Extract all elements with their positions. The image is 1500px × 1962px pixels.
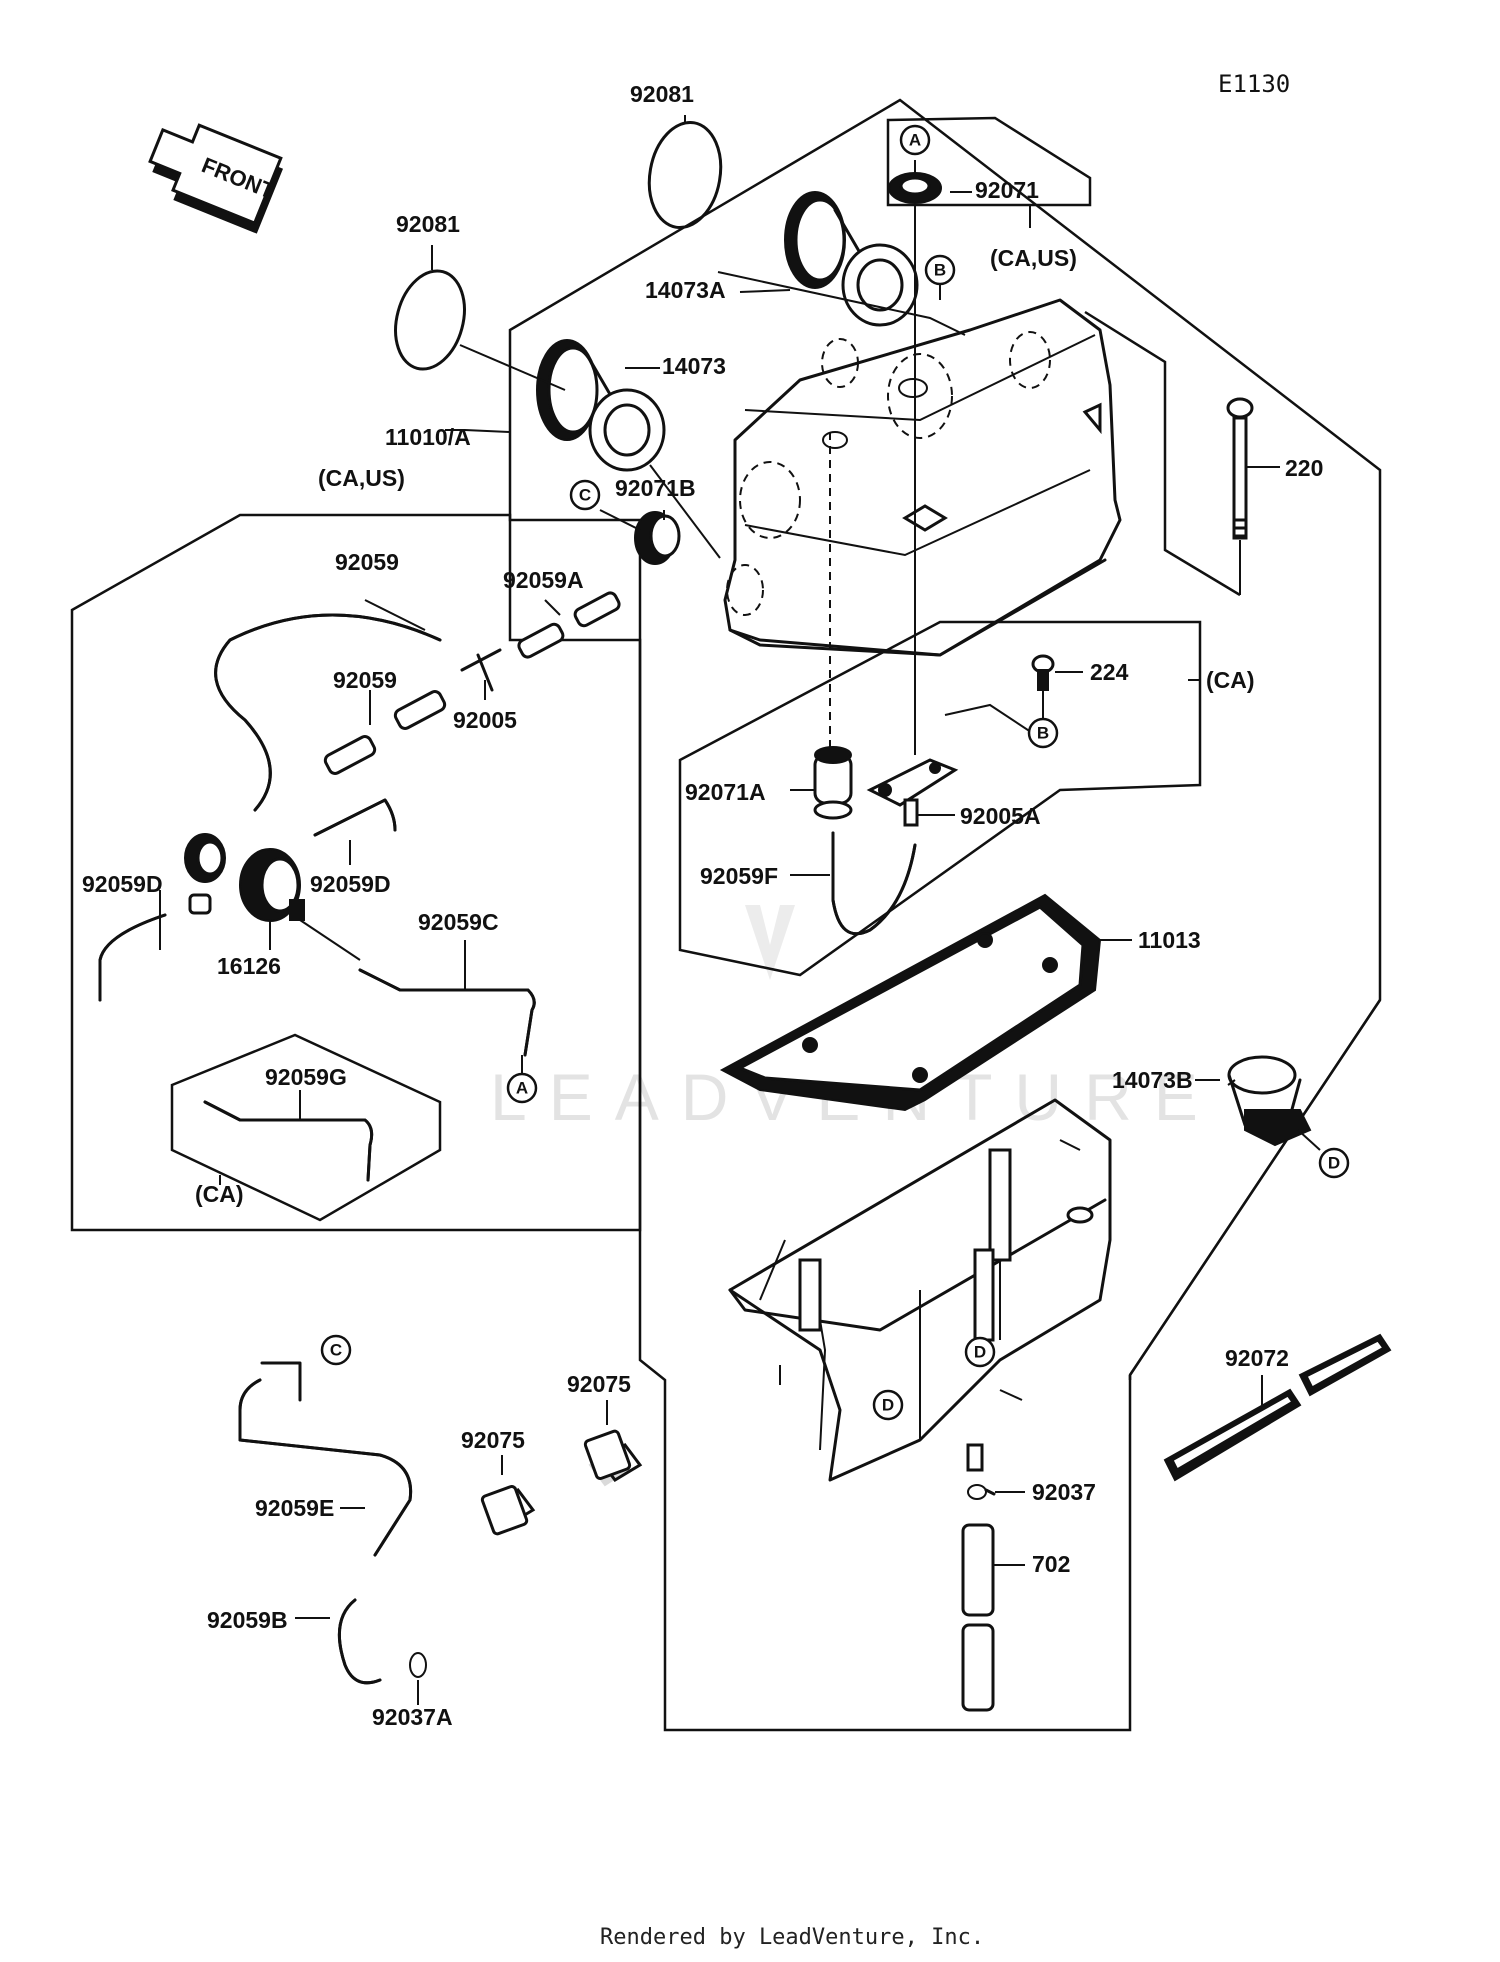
svg-text:D: D xyxy=(1328,1154,1340,1173)
p92072-box-line xyxy=(1128,999,1382,1380)
label-11013: 11013 xyxy=(1138,927,1201,953)
caus-top-box xyxy=(886,116,1092,207)
svg-text:D: D xyxy=(974,1343,986,1362)
label-92005A: 92005A xyxy=(960,803,1041,829)
label-92059D-right: 92059D xyxy=(310,871,391,897)
label-14073B: 14073B xyxy=(1112,1067,1193,1093)
label-16126: 16126 xyxy=(217,953,281,979)
grommet-92071 xyxy=(888,172,942,204)
tube-702-bottom xyxy=(961,1623,995,1712)
label-92071B: 92071B xyxy=(615,475,696,501)
label-224: 224 xyxy=(1090,659,1129,685)
label-ca-bottom: (CA) xyxy=(195,1181,244,1207)
marker-D-case2: D xyxy=(872,1389,904,1421)
intake-14073B xyxy=(1227,1055,1312,1147)
oring-92081-left xyxy=(394,269,466,371)
label-14073: 14073 xyxy=(662,353,726,379)
front-arrow-icon: FRONT xyxy=(148,123,284,234)
label-92071: 92071 xyxy=(975,177,1039,203)
label-92059-top: 92059 xyxy=(335,549,399,575)
label-14073A: 14073A xyxy=(645,277,726,303)
fitting-92005A xyxy=(866,758,959,827)
part-labels: 92081 92081 92071 (CA,US) 14073A 14073 1… xyxy=(82,81,1323,1730)
marker-C-bottom: C xyxy=(320,1334,352,1366)
clip-92037A xyxy=(409,1652,427,1678)
marker-A-bottom: A xyxy=(506,1072,538,1104)
marker-A-top: A xyxy=(899,124,931,156)
label-92059-mid: 92059 xyxy=(333,667,397,693)
label-92059C: 92059C xyxy=(418,909,499,935)
hose-92059E-bracket xyxy=(260,1361,302,1402)
marker-D-right: D xyxy=(1318,1147,1350,1179)
label-702: 702 xyxy=(1032,1551,1070,1577)
cap-92071A xyxy=(813,746,853,820)
svg-text:C: C xyxy=(579,486,591,505)
label-92081-top: 92081 xyxy=(630,81,694,107)
label-92081-left: 92081 xyxy=(396,211,460,237)
label-92059F: 92059F xyxy=(700,863,778,889)
band-92072 xyxy=(1163,1333,1392,1482)
upper-case-housing xyxy=(723,298,1122,740)
label-92037A: 92037A xyxy=(372,1704,453,1730)
clip-92037 xyxy=(967,1484,996,1500)
svg-text:B: B xyxy=(1037,724,1049,743)
label-92059B: 92059B xyxy=(207,1607,288,1633)
drain-nipple xyxy=(966,1443,984,1472)
label-caus-left: (CA,US) xyxy=(318,465,405,491)
duct-14073 xyxy=(536,339,666,472)
diagram-code: E1130 xyxy=(1218,70,1290,98)
tube-702-top xyxy=(961,1523,995,1617)
air-filter-11013 xyxy=(719,893,1102,1112)
label-92075-b: 92075 xyxy=(461,1427,525,1453)
hose-92059F xyxy=(831,831,917,936)
bolt-220-outline xyxy=(1084,310,1241,597)
leader-lines xyxy=(159,115,1321,1705)
label-ca-right: (CA) xyxy=(1206,667,1255,693)
tube-92059-a xyxy=(323,735,377,775)
label-92005: 92005 xyxy=(453,707,517,733)
label-92071A: 92071A xyxy=(685,779,766,805)
label-220: 220 xyxy=(1285,455,1323,481)
tube-92059-b xyxy=(393,690,447,730)
svg-text:A: A xyxy=(516,1079,528,1098)
ca-bottom-box xyxy=(170,1033,442,1222)
marker-C-left: C xyxy=(569,479,601,511)
oring-92081-top xyxy=(647,120,723,230)
marker-B-mid: B xyxy=(1027,717,1059,749)
label-11010A: 11010/A xyxy=(385,424,471,450)
label-92059E: 92059E xyxy=(255,1495,334,1521)
svg-text:A: A xyxy=(909,131,921,150)
lower-case-housing xyxy=(728,1098,1112,1482)
grommet-92071B xyxy=(634,511,681,565)
label-92059G: 92059G xyxy=(265,1064,347,1090)
ca-right-box xyxy=(678,620,1202,977)
svg-text:D: D xyxy=(882,1396,894,1415)
valve-16126 xyxy=(184,833,305,922)
tube-92059A-a xyxy=(517,622,565,659)
label-92059D-left: 92059D xyxy=(82,871,163,897)
footer-credit: Rendered by LeadVenture, Inc. xyxy=(600,1925,984,1950)
caus-left-box xyxy=(70,513,642,1232)
duct-14073A xyxy=(784,191,919,327)
svg-text:C: C xyxy=(330,1341,342,1360)
screw-224 xyxy=(1031,654,1055,691)
label-92059A: 92059A xyxy=(503,567,584,593)
bolt-220 xyxy=(1226,397,1254,540)
tjoint-92005 xyxy=(460,648,502,692)
svg-text:B: B xyxy=(934,261,946,280)
label-92037: 92037 xyxy=(1032,1479,1096,1505)
label-92075-a: 92075 xyxy=(567,1371,631,1397)
tube-92059A-b xyxy=(573,591,621,628)
marker-B-top: B xyxy=(924,254,956,286)
marker-D-case1: D xyxy=(964,1336,996,1368)
label-92072: 92072 xyxy=(1225,1345,1289,1371)
label-caus-top: (CA,US) xyxy=(990,245,1077,271)
hose-92059E xyxy=(238,1378,413,1557)
